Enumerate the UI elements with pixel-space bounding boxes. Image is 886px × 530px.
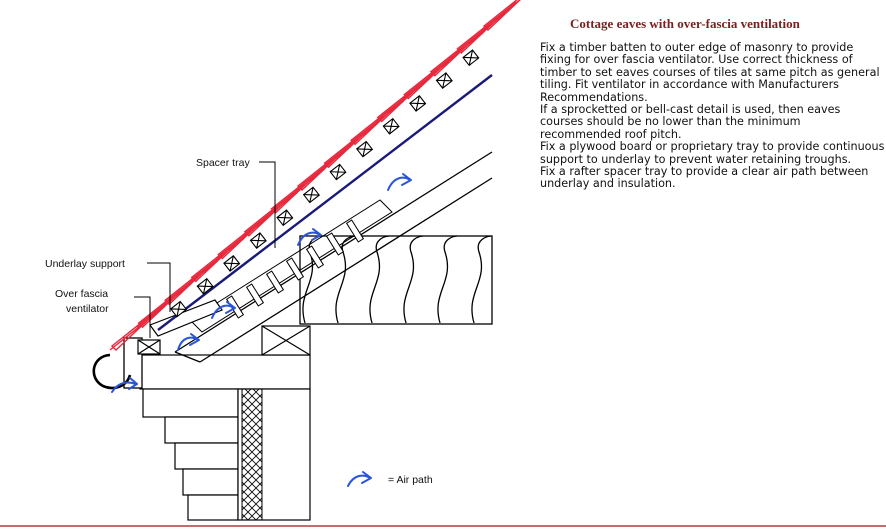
tile-batten xyxy=(169,300,188,318)
tile-batten xyxy=(223,255,241,272)
tile-batten xyxy=(355,140,374,158)
roof-tiles xyxy=(109,0,521,351)
air-path-arrow xyxy=(211,301,236,319)
wall-cavity-insulation xyxy=(241,388,263,521)
tile-batten xyxy=(409,95,427,112)
spacer-tray xyxy=(189,199,393,333)
label-spacer-tray: Spacer tray xyxy=(196,157,250,169)
legend-air-path-label: = Air path xyxy=(388,474,433,486)
over-fascia-ventilator xyxy=(137,339,161,355)
description-paragraph: Fix a plywood board or proprietary tray … xyxy=(540,140,885,166)
underlay xyxy=(157,74,493,331)
air-path-arrow xyxy=(387,173,412,191)
leader-lines xyxy=(134,161,276,338)
air-path-arrow xyxy=(177,333,200,351)
air-path-arrow xyxy=(111,377,138,393)
air-path-legend-icon xyxy=(347,471,372,487)
rafter xyxy=(174,151,493,363)
tile-battens xyxy=(169,49,480,318)
tile-batten xyxy=(329,163,347,181)
tile-batten xyxy=(435,72,453,89)
wall-plate xyxy=(261,325,311,356)
tile-batten xyxy=(249,232,267,249)
label-underlay-support: Underlay support xyxy=(45,258,125,270)
label-over-fascia-line2: ventilator xyxy=(66,303,109,315)
label-over-fascia-line1: Over fascia xyxy=(55,288,108,300)
description-paragraph: Fix a timber batten to outer edge of mas… xyxy=(540,41,880,104)
legend: = Air path xyxy=(347,471,433,487)
air-path-arrows xyxy=(111,173,412,393)
tile-batten xyxy=(462,49,480,67)
description-paragraph: Fix a rafter spacer tray to provide a cl… xyxy=(540,165,869,191)
description-paragraph: If a sprocketted or bell-cast detail is … xyxy=(540,103,841,141)
tile-batten xyxy=(382,117,400,135)
description: Fix a timber batten to outer edge of mas… xyxy=(540,41,885,191)
roof-tile xyxy=(481,0,521,31)
tile-batten xyxy=(196,277,214,295)
tile-batten xyxy=(302,186,321,204)
loft-insulation xyxy=(299,235,493,325)
masonry-wall xyxy=(139,354,311,521)
diagram-title: Cottage eaves with over-fascia ventilati… xyxy=(570,16,800,31)
air-path-arrow xyxy=(297,228,322,246)
tile-batten xyxy=(276,209,294,227)
underlay-support-board xyxy=(149,299,223,337)
